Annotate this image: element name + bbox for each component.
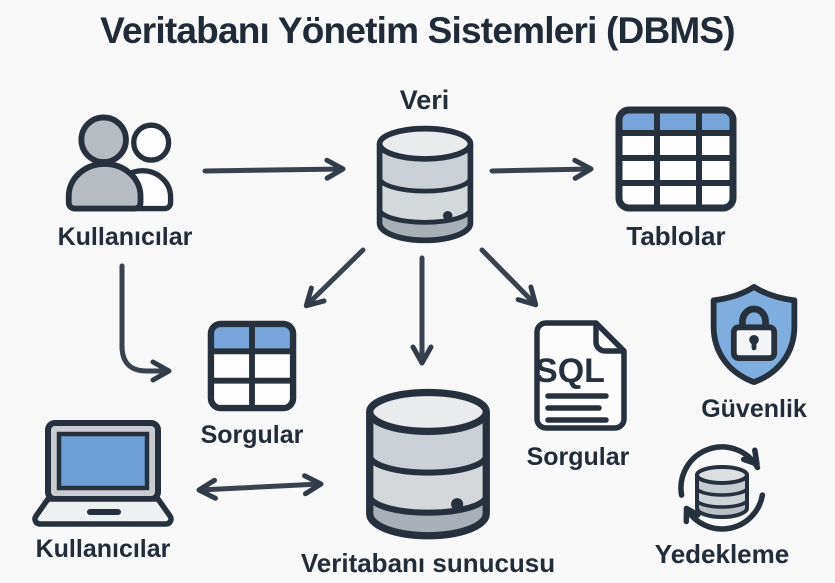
data-label: Veri <box>399 85 450 115</box>
node-users-top: Kullanıcılar <box>50 110 200 252</box>
node-data: Veri <box>352 85 497 246</box>
arrow-data-to-sql <box>479 247 539 308</box>
node-users-bottom: Kullanıcılar <box>25 418 181 564</box>
queries-table-label: Sorgular <box>200 421 304 449</box>
node-tables: Tablolar <box>608 106 744 251</box>
database-icon <box>360 384 496 543</box>
security-label: Güvenlik <box>701 395 807 423</box>
shield-lock-icon <box>710 284 798 385</box>
sql-badge-text: SQL <box>535 352 605 390</box>
page-title: Veritabanı Yönetim Sistemleri (DBMS) <box>100 10 735 51</box>
sql-document-icon: SQL <box>534 320 627 431</box>
arrow-users-to-data <box>202 157 346 181</box>
table-icon <box>615 106 737 212</box>
node-backup: Yedekleme <box>655 438 789 569</box>
users-top-label: Kullanıcılar <box>57 223 193 251</box>
tables-label: Tablolar <box>626 221 726 251</box>
node-security: Güvenlik <box>701 280 807 424</box>
table-icon <box>207 320 297 412</box>
arrow-data-to-queries <box>303 247 366 309</box>
node-db-server: Veritabanı sunucusu <box>301 384 555 578</box>
arrow-data-to-tables <box>489 157 594 181</box>
laptop-icon <box>32 420 174 527</box>
users-bottom-label: Kullanıcılar <box>35 535 171 563</box>
backup-cycle-icon <box>678 444 766 532</box>
db-server-label: Veritabanı sunucusu <box>300 548 556 578</box>
node-queries-table: Sorgular <box>199 320 305 450</box>
arrow-users-to-queries-elbow <box>119 263 172 383</box>
backup-label: Yedekleme <box>654 539 790 569</box>
sql-doc-label: Sorgular <box>526 443 630 471</box>
arrow-laptop-server-twoway <box>196 473 324 501</box>
users-icon <box>65 114 174 212</box>
database-icon <box>372 122 478 246</box>
node-sql-doc: SQL Sorgular <box>522 316 634 472</box>
